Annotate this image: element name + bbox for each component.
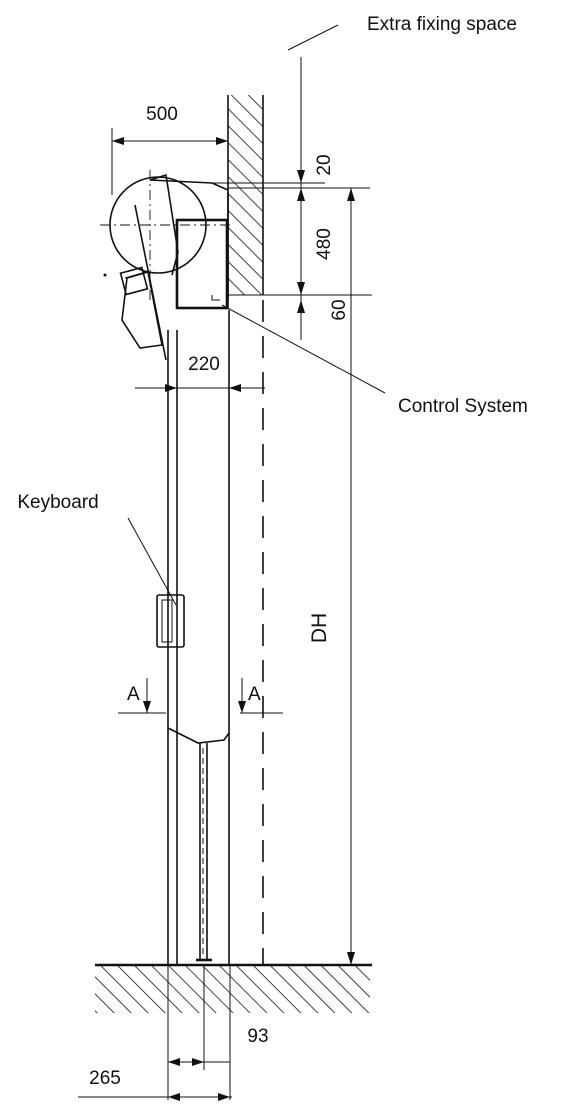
dimension-220: 220 xyxy=(135,340,265,405)
section-marker-right: A xyxy=(238,678,283,714)
dimension-265-label: 265 xyxy=(89,1068,121,1089)
dimension-20-label: 20 xyxy=(314,154,335,175)
floor xyxy=(95,963,372,1013)
dimension-stack-right: 20 480 60 xyxy=(297,57,350,340)
dimension-93-label: 93 xyxy=(247,1026,268,1047)
keyboard-callout: Keyboard xyxy=(17,492,177,606)
keyboard-label: Keyboard xyxy=(17,492,98,513)
dimension-265: 265 xyxy=(78,1068,232,1101)
section-a-left-label: A xyxy=(127,684,140,705)
level-lines xyxy=(213,182,372,966)
wall xyxy=(227,95,264,300)
dimension-500-label: 500 xyxy=(146,104,178,125)
dimension-480-label: 480 xyxy=(314,228,335,260)
section-marker-left: A xyxy=(118,678,166,714)
dimension-93: 93 xyxy=(167,965,269,1100)
dimension-dh: DH xyxy=(308,188,355,965)
section-a-right-label: A xyxy=(248,684,261,705)
control-system-label: Control System xyxy=(398,396,528,417)
door-curtain xyxy=(167,310,230,965)
extra-fixing-space-callout: Extra fixing space xyxy=(287,14,517,51)
keyboard-unit xyxy=(156,594,185,648)
door-height-label: DH xyxy=(308,613,331,643)
dimension-500: 500 xyxy=(111,104,229,195)
control-system-callout: Control System xyxy=(221,304,528,417)
extra-fixing-space-label: Extra fixing space xyxy=(367,14,517,35)
dimension-220-label: 220 xyxy=(188,354,220,375)
head-unit xyxy=(100,170,232,361)
dimension-60-label: 60 xyxy=(329,299,350,320)
